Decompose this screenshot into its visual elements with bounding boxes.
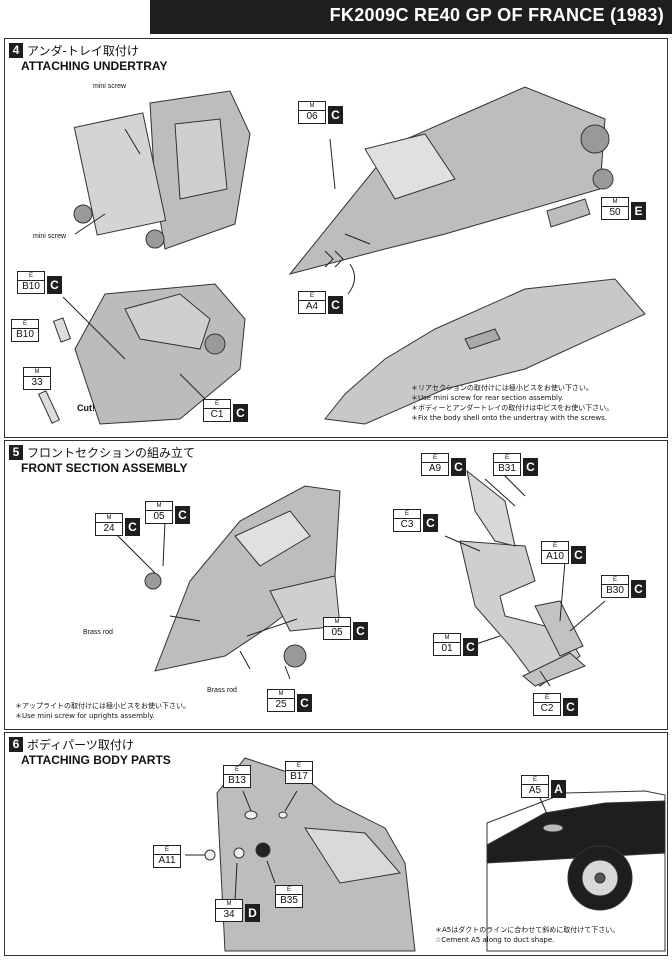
part-letter: D [245, 904, 260, 922]
step-number: 4 [9, 43, 23, 58]
assembly-notes: ＊アップライトの取付けには極小ビスをお使い下さい。 ＊Use mini scre… [15, 702, 190, 720]
step-number: 5 [9, 445, 23, 460]
step-number: 6 [9, 737, 23, 752]
part-letter: C [463, 638, 478, 656]
page-title: FK2009C RE40 GP OF FRANCE (1983) [329, 5, 664, 25]
part-letter: C [353, 622, 368, 640]
part-letter: C [523, 458, 538, 476]
section-front-section-assembly: 5 フロントセクションの組み立て FRONT SECTION ASSEMBLY [4, 440, 668, 730]
part-letter: C [125, 518, 140, 536]
part-letter: C [328, 106, 343, 124]
part-letter: C [297, 694, 312, 712]
part-letter: E [631, 202, 646, 220]
assembly-notes: ＊A5はダクトのラインに合わせて斜めに取付けて下さい。 ☆Cement A5 a… [435, 926, 620, 944]
part-letter: C [571, 546, 586, 564]
step-title-en: ATTACHING UNDERTRAY [21, 59, 168, 73]
step-title-jp: フロントセクションの組み立て [27, 446, 196, 460]
step-title-en: ATTACHING BODY PARTS [21, 753, 171, 767]
label-brass-rod-1: Brass rod [83, 629, 113, 636]
part-letter: C [631, 580, 646, 598]
part-letter: C [451, 458, 466, 476]
section-attaching-body-parts: 6 ボディパーツ取付け ATTACHING BODY PARTS [4, 732, 668, 956]
step-title-en: FRONT SECTION ASSEMBLY [21, 461, 188, 475]
undertray-illustration [37, 86, 646, 425]
label-mini-screw-top: mini screw [93, 83, 127, 90]
part-letter: C [175, 506, 190, 524]
label-cut: Cut! [77, 403, 95, 413]
step-title-jp: アンダ-トレイ取付け [27, 44, 139, 58]
section-header: 5 フロントセクションの組み立て [9, 444, 195, 461]
part-letter: C [233, 404, 248, 422]
step-title-jp: ボディパーツ取付け [27, 738, 134, 752]
front-section-illustration [114, 469, 606, 687]
header-bar: FK2009C RE40 GP OF FRANCE (1983) [150, 0, 672, 34]
part-letter: C [47, 276, 62, 294]
part-letter: C [328, 296, 343, 314]
section-header: 4 アンダ-トレイ取付け [9, 42, 139, 59]
section-attaching-undertray: 4 アンダ-トレイ取付け ATTACHING UNDERTRAY [4, 38, 668, 438]
section-header: 6 ボディパーツ取付け [9, 736, 134, 753]
label-mini-screw-bottom: mini screw [33, 233, 67, 240]
body-parts-illustration [185, 757, 666, 952]
part-letter: A [551, 780, 566, 798]
assembly-notes: ＊リアセクションの取付けには極小ビスをお使い下さい。 ＊Use mini scr… [411, 384, 614, 422]
part-letter: C [423, 514, 438, 532]
part-letter: C [563, 698, 578, 716]
label-brass-rod-2: Brass rod [207, 687, 237, 694]
